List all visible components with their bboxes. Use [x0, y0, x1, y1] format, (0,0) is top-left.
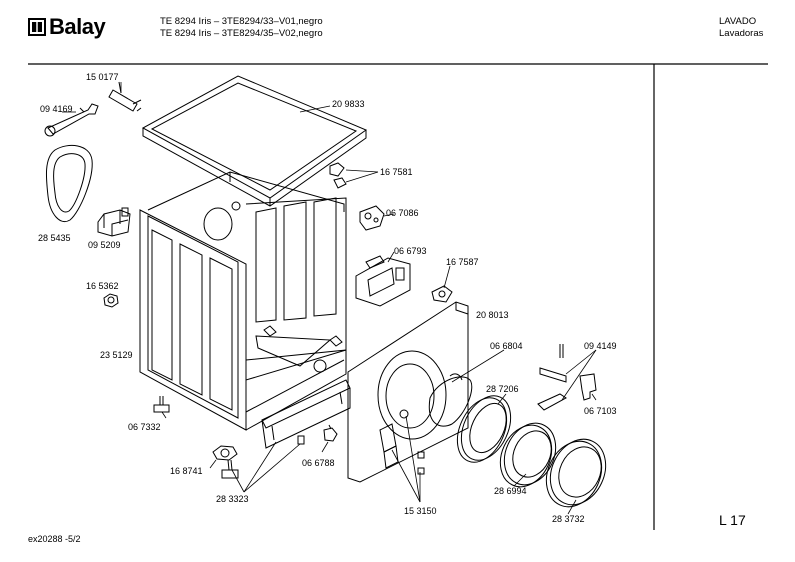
- label-067332: 06 7332: [128, 422, 161, 432]
- section-title: LAVADO: [719, 16, 757, 27]
- brand-logo: Balay: [28, 14, 106, 40]
- part-167587-drawing: [431, 285, 453, 303]
- part-287206-drawing: [456, 395, 512, 463]
- model-line-2: TE 8294 Iris – 3TE8294/35–V02,negro: [160, 28, 323, 39]
- part-067086-drawing: [359, 205, 385, 231]
- part-067103-drawing: [579, 373, 597, 401]
- label-066804: 06 6804: [490, 341, 523, 351]
- label-168741: 16 8741: [170, 466, 203, 476]
- part-066804-drawing: [428, 373, 473, 427]
- part-067332-drawing: [153, 396, 170, 413]
- label-285435: 28 5435: [38, 233, 71, 243]
- page-code: L 17: [719, 512, 746, 528]
- label-066793: 06 6793: [394, 246, 427, 256]
- part-094169-drawing: [44, 103, 99, 137]
- label-094149: 09 4149: [584, 341, 617, 351]
- part-286994-drawing: [499, 422, 557, 488]
- part-235129-cabinet: [139, 171, 347, 431]
- part-094149-drawing: [537, 344, 567, 411]
- label-283323: 28 3323: [216, 494, 249, 504]
- label-165362: 16 5362: [86, 281, 119, 291]
- label-235129: 23 5129: [100, 350, 133, 360]
- part-209833-top-cover: [141, 75, 368, 207]
- model-line-1: TE 8294 Iris – 3TE8294/33–V01,negro: [160, 16, 323, 27]
- label-167581: 16 7581: [380, 167, 413, 177]
- label-153150: 15 3150: [404, 506, 437, 516]
- label-286994: 28 6994: [494, 486, 527, 496]
- part-283323-plinth: [261, 379, 351, 449]
- part-066788-drawing: [323, 424, 338, 442]
- part-167581-drawing: [329, 162, 347, 189]
- label-150177: 15 0177: [86, 72, 119, 82]
- label-095209: 09 5209: [88, 240, 121, 250]
- label-208013: 20 8013: [476, 310, 509, 320]
- brand-name: Balay: [49, 14, 106, 39]
- label-167587: 16 7587: [446, 257, 479, 267]
- label-066788: 06 6788: [302, 458, 335, 468]
- label-067103: 06 7103: [584, 406, 617, 416]
- part-283732-drawing: [545, 438, 607, 508]
- part-165362-drawing: [103, 293, 119, 308]
- part-066793-drawing: [355, 255, 411, 307]
- part-285435-drawing: [45, 144, 93, 222]
- part-168741-drawing: [212, 445, 239, 479]
- section-subtitle: Lavadoras: [719, 28, 764, 39]
- label-067086: 06 7086: [386, 208, 419, 218]
- part-095209-drawing: [97, 207, 131, 237]
- part-150177-drawing: [108, 81, 142, 112]
- document-code: ex20288 -5/2: [28, 534, 81, 544]
- part-208013-front-panel: [347, 301, 469, 483]
- label-209833: 20 9833: [332, 99, 365, 109]
- label-283732: 28 3732: [552, 514, 585, 524]
- brand-mark-icon: [28, 18, 46, 36]
- leader-lines: [62, 82, 597, 515]
- label-287206: 28 7206: [486, 384, 519, 394]
- label-094169: 09 4169: [40, 104, 73, 114]
